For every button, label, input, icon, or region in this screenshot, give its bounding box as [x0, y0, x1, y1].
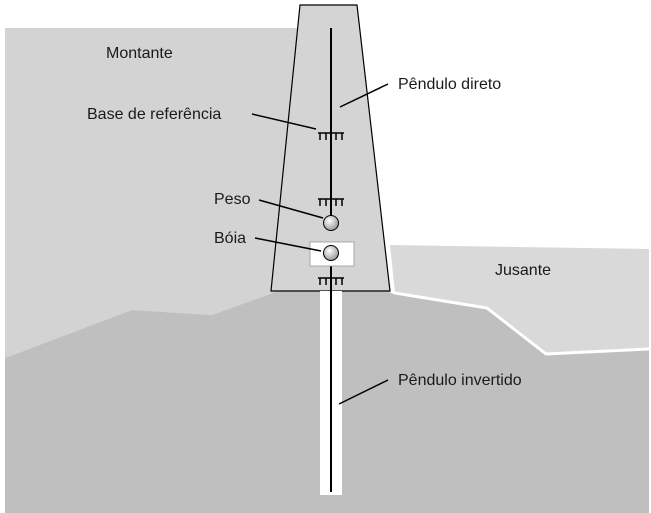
- label-montante: Montante: [106, 45, 173, 62]
- weight-sphere: [323, 215, 339, 231]
- leader-pendulo-direto: [339, 83, 389, 108]
- leader-base-referencia: [251, 113, 317, 130]
- downstream-water-region: [390, 245, 649, 354]
- label-peso: Peso: [214, 191, 251, 208]
- label-boia: Bóia: [214, 230, 246, 247]
- leader-boia: [254, 237, 322, 252]
- label-base-referencia: Base de referência: [87, 106, 221, 123]
- leader-peso: [258, 199, 324, 219]
- label-pendulo-direto: Pêndulo direto: [398, 76, 501, 93]
- reference-base-middle: [318, 198, 344, 206]
- upstream-water-region: [5, 28, 300, 358]
- leader-pendulo-invertido: [338, 379, 389, 405]
- float-sphere: [323, 245, 339, 261]
- reference-base-lower: [318, 277, 344, 285]
- reference-base-upper: [318, 132, 344, 140]
- label-jusante: Jusante: [495, 262, 551, 279]
- label-pendulo-invertido: Pêndulo invertido: [398, 372, 522, 389]
- ground-surface-line: [389, 289, 650, 356]
